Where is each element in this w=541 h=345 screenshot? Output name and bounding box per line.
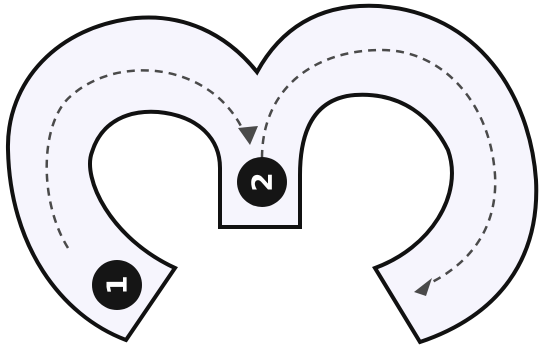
stroke-two-number: 2 bbox=[246, 172, 279, 191]
stroke-one-number: 1 bbox=[101, 275, 134, 294]
stroke-two-badge: 2 bbox=[237, 157, 287, 207]
stroke-one-badge: 1 bbox=[92, 260, 142, 310]
